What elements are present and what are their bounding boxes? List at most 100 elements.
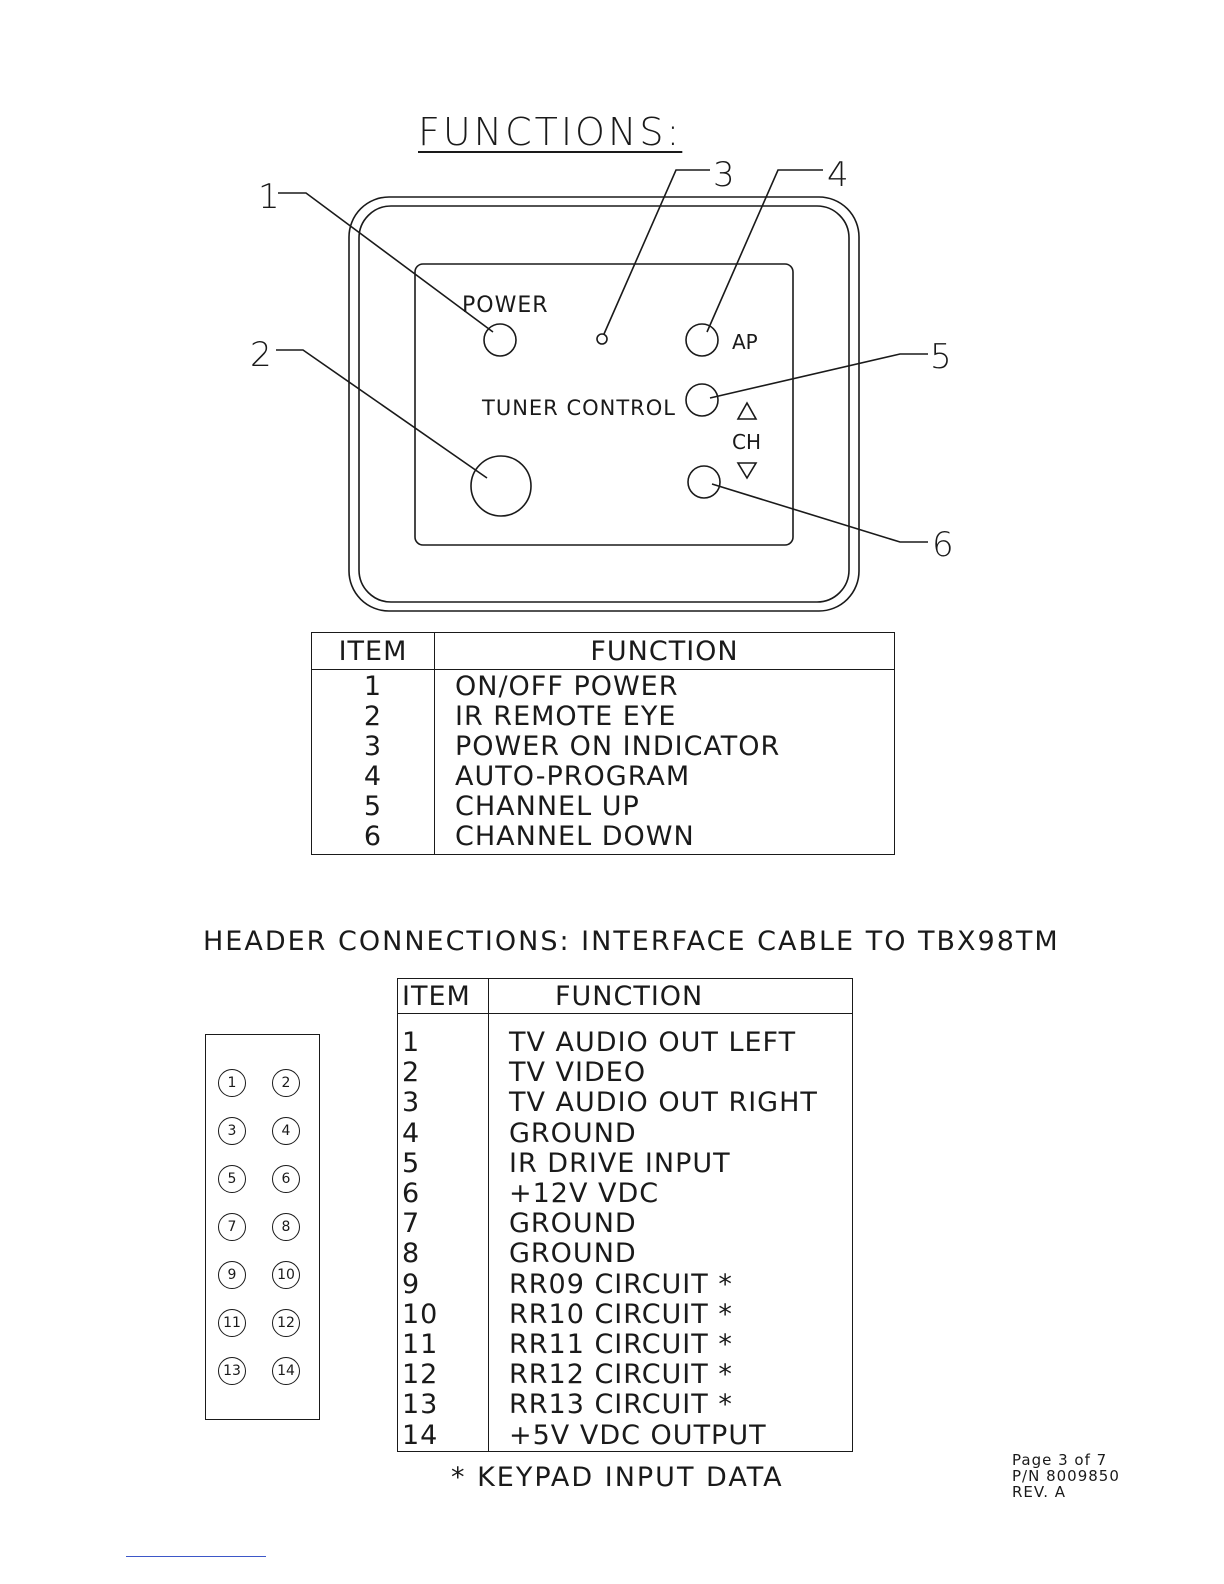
callout-1-leader <box>278 192 494 333</box>
table-row: 14 +5V VDC OUTPUT <box>397 1419 853 1452</box>
function-cell: RR10 CIRCUIT * <box>509 1298 733 1330</box>
function-cell: ON/OFF POWER <box>455 671 679 702</box>
function-cell: TV VIDEO <box>509 1057 647 1089</box>
callout-6-leader <box>711 483 928 543</box>
page-footer: Page 3 of 7 P/N 8009850 REV. A <box>1012 1452 1120 1500</box>
table-row: 5 CHANNEL UP <box>311 791 895 822</box>
callout-2: 2 <box>250 335 272 375</box>
tuner-panel-diagram: POWER TUNER CONTROL AP CH 1 2 3 4 5 6 <box>250 155 954 612</box>
pin-8: 8 <box>272 1213 300 1241</box>
item-cell: 9 <box>397 1269 489 1300</box>
table-row: 1 ON/OFF POWER <box>311 669 895 702</box>
table-row: 12 RR12 CIRCUIT * <box>397 1359 853 1391</box>
callout-4-leader <box>706 169 823 333</box>
item-cell: 12 <box>397 1360 489 1391</box>
pin-3: 3 <box>218 1117 246 1145</box>
column-header-function: FUNCTION <box>488 978 853 1014</box>
pin-13: 13 <box>218 1357 246 1385</box>
item-cell: 1 <box>397 1013 489 1059</box>
item-cell: 10 <box>397 1299 489 1330</box>
item-cell: 7 <box>397 1209 489 1240</box>
function-cell: +5V VDC OUTPUT <box>509 1419 767 1451</box>
item-cell: 4 <box>311 762 435 792</box>
pin-7: 7 <box>218 1213 246 1241</box>
item-cell: 2 <box>311 702 435 732</box>
ap-label: AP <box>732 330 758 354</box>
part-number: P/N 8009850 <box>1012 1467 1120 1485</box>
callout-1: 1 <box>258 177 280 217</box>
table-row: 5 IR DRIVE INPUT <box>397 1147 853 1179</box>
table-row: 10 RR10 CIRCUIT * <box>397 1298 853 1330</box>
callout-5-leader <box>709 353 928 399</box>
pin-4: 4 <box>272 1117 300 1145</box>
table-row: 4 AUTO-PROGRAM <box>311 761 895 792</box>
table-row: 6 CHANNEL DOWN <box>311 821 895 855</box>
function-cell: IR DRIVE INPUT <box>509 1147 731 1179</box>
functions-table: ITEM FUNCTION 1 ON/OFF POWER 2 IR REMOTE… <box>311 632 895 855</box>
item-cell: 11 <box>397 1329 489 1361</box>
function-cell: RR09 CIRCUIT * <box>509 1268 733 1300</box>
pin-1: 1 <box>218 1069 246 1097</box>
item-cell: 8 <box>397 1239 489 1270</box>
function-cell: CHANNEL DOWN <box>455 821 695 852</box>
power-label: POWER <box>462 293 549 318</box>
item-cell: 3 <box>311 732 435 762</box>
item-cell: 1 <box>311 669 435 702</box>
callout-6: 6 <box>932 525 954 565</box>
item-cell: 4 <box>397 1118 489 1149</box>
item-cell: 5 <box>397 1148 489 1179</box>
function-cell: RR11 CIRCUIT * <box>509 1328 733 1360</box>
function-cell: GROUND <box>509 1117 637 1149</box>
pin-9: 9 <box>218 1261 246 1289</box>
function-cell: POWER ON INDICATOR <box>455 731 781 762</box>
function-cell: AUTO-PROGRAM <box>455 761 691 792</box>
callout-4: 4 <box>827 155 849 195</box>
column-header-item: ITEM <box>311 632 435 670</box>
column-header-item: ITEM <box>397 978 489 1014</box>
pin-11: 11 <box>218 1309 246 1337</box>
callout-5: 5 <box>930 337 952 377</box>
pin-2: 2 <box>272 1069 300 1097</box>
panel-inner-border <box>358 205 850 603</box>
item-cell: 5 <box>311 792 435 822</box>
pin-6: 6 <box>272 1165 300 1193</box>
footnote: * KEYPAD INPUT DATA <box>451 1462 784 1493</box>
item-cell: 6 <box>311 822 435 855</box>
table-row: 6 +12V VDC <box>397 1178 853 1210</box>
item-cell: 13 <box>397 1390 489 1421</box>
item-cell: 14 <box>397 1420 489 1452</box>
hyperlink-underline <box>126 1556 266 1557</box>
table-row: 3 POWER ON INDICATOR <box>311 731 895 762</box>
channel-down-button <box>687 465 721 499</box>
up-triangle-icon <box>736 401 758 420</box>
panel-outer-border <box>348 196 860 612</box>
function-cell: CHANNEL UP <box>455 791 640 822</box>
channel-up-button <box>685 383 719 417</box>
item-cell: 6 <box>397 1178 489 1210</box>
table-row: 9 RR09 CIRCUIT * <box>397 1268 853 1300</box>
function-cell: IR REMOTE EYE <box>455 701 677 732</box>
header-connections-title: HEADER CONNECTIONS: INTERFACE CABLE TO T… <box>203 926 1060 957</box>
function-cell: TV AUDIO OUT LEFT <box>509 1027 797 1059</box>
page-number: Page 3 of 7 <box>1012 1451 1108 1469</box>
panel-face <box>414 263 794 546</box>
table-row: 2 IR REMOTE EYE <box>311 701 895 732</box>
table-row: 4 GROUND <box>397 1117 853 1149</box>
function-cell: RR12 CIRCUIT * <box>509 1359 733 1391</box>
page-title: FUNCTIONS: <box>418 110 683 154</box>
power-indicator-led <box>596 333 608 345</box>
callout-3-leader <box>603 169 710 335</box>
pin-14: 14 <box>272 1357 300 1385</box>
ch-label: CH <box>732 430 761 454</box>
down-triangle-icon <box>736 462 758 480</box>
function-cell: GROUND <box>509 1208 637 1240</box>
table-row: 11 RR11 CIRCUIT * <box>397 1328 853 1361</box>
power-button <box>483 323 517 357</box>
callout-2-leader <box>276 349 488 479</box>
auto-program-button <box>685 323 719 357</box>
function-cell: +12V VDC <box>509 1178 660 1210</box>
